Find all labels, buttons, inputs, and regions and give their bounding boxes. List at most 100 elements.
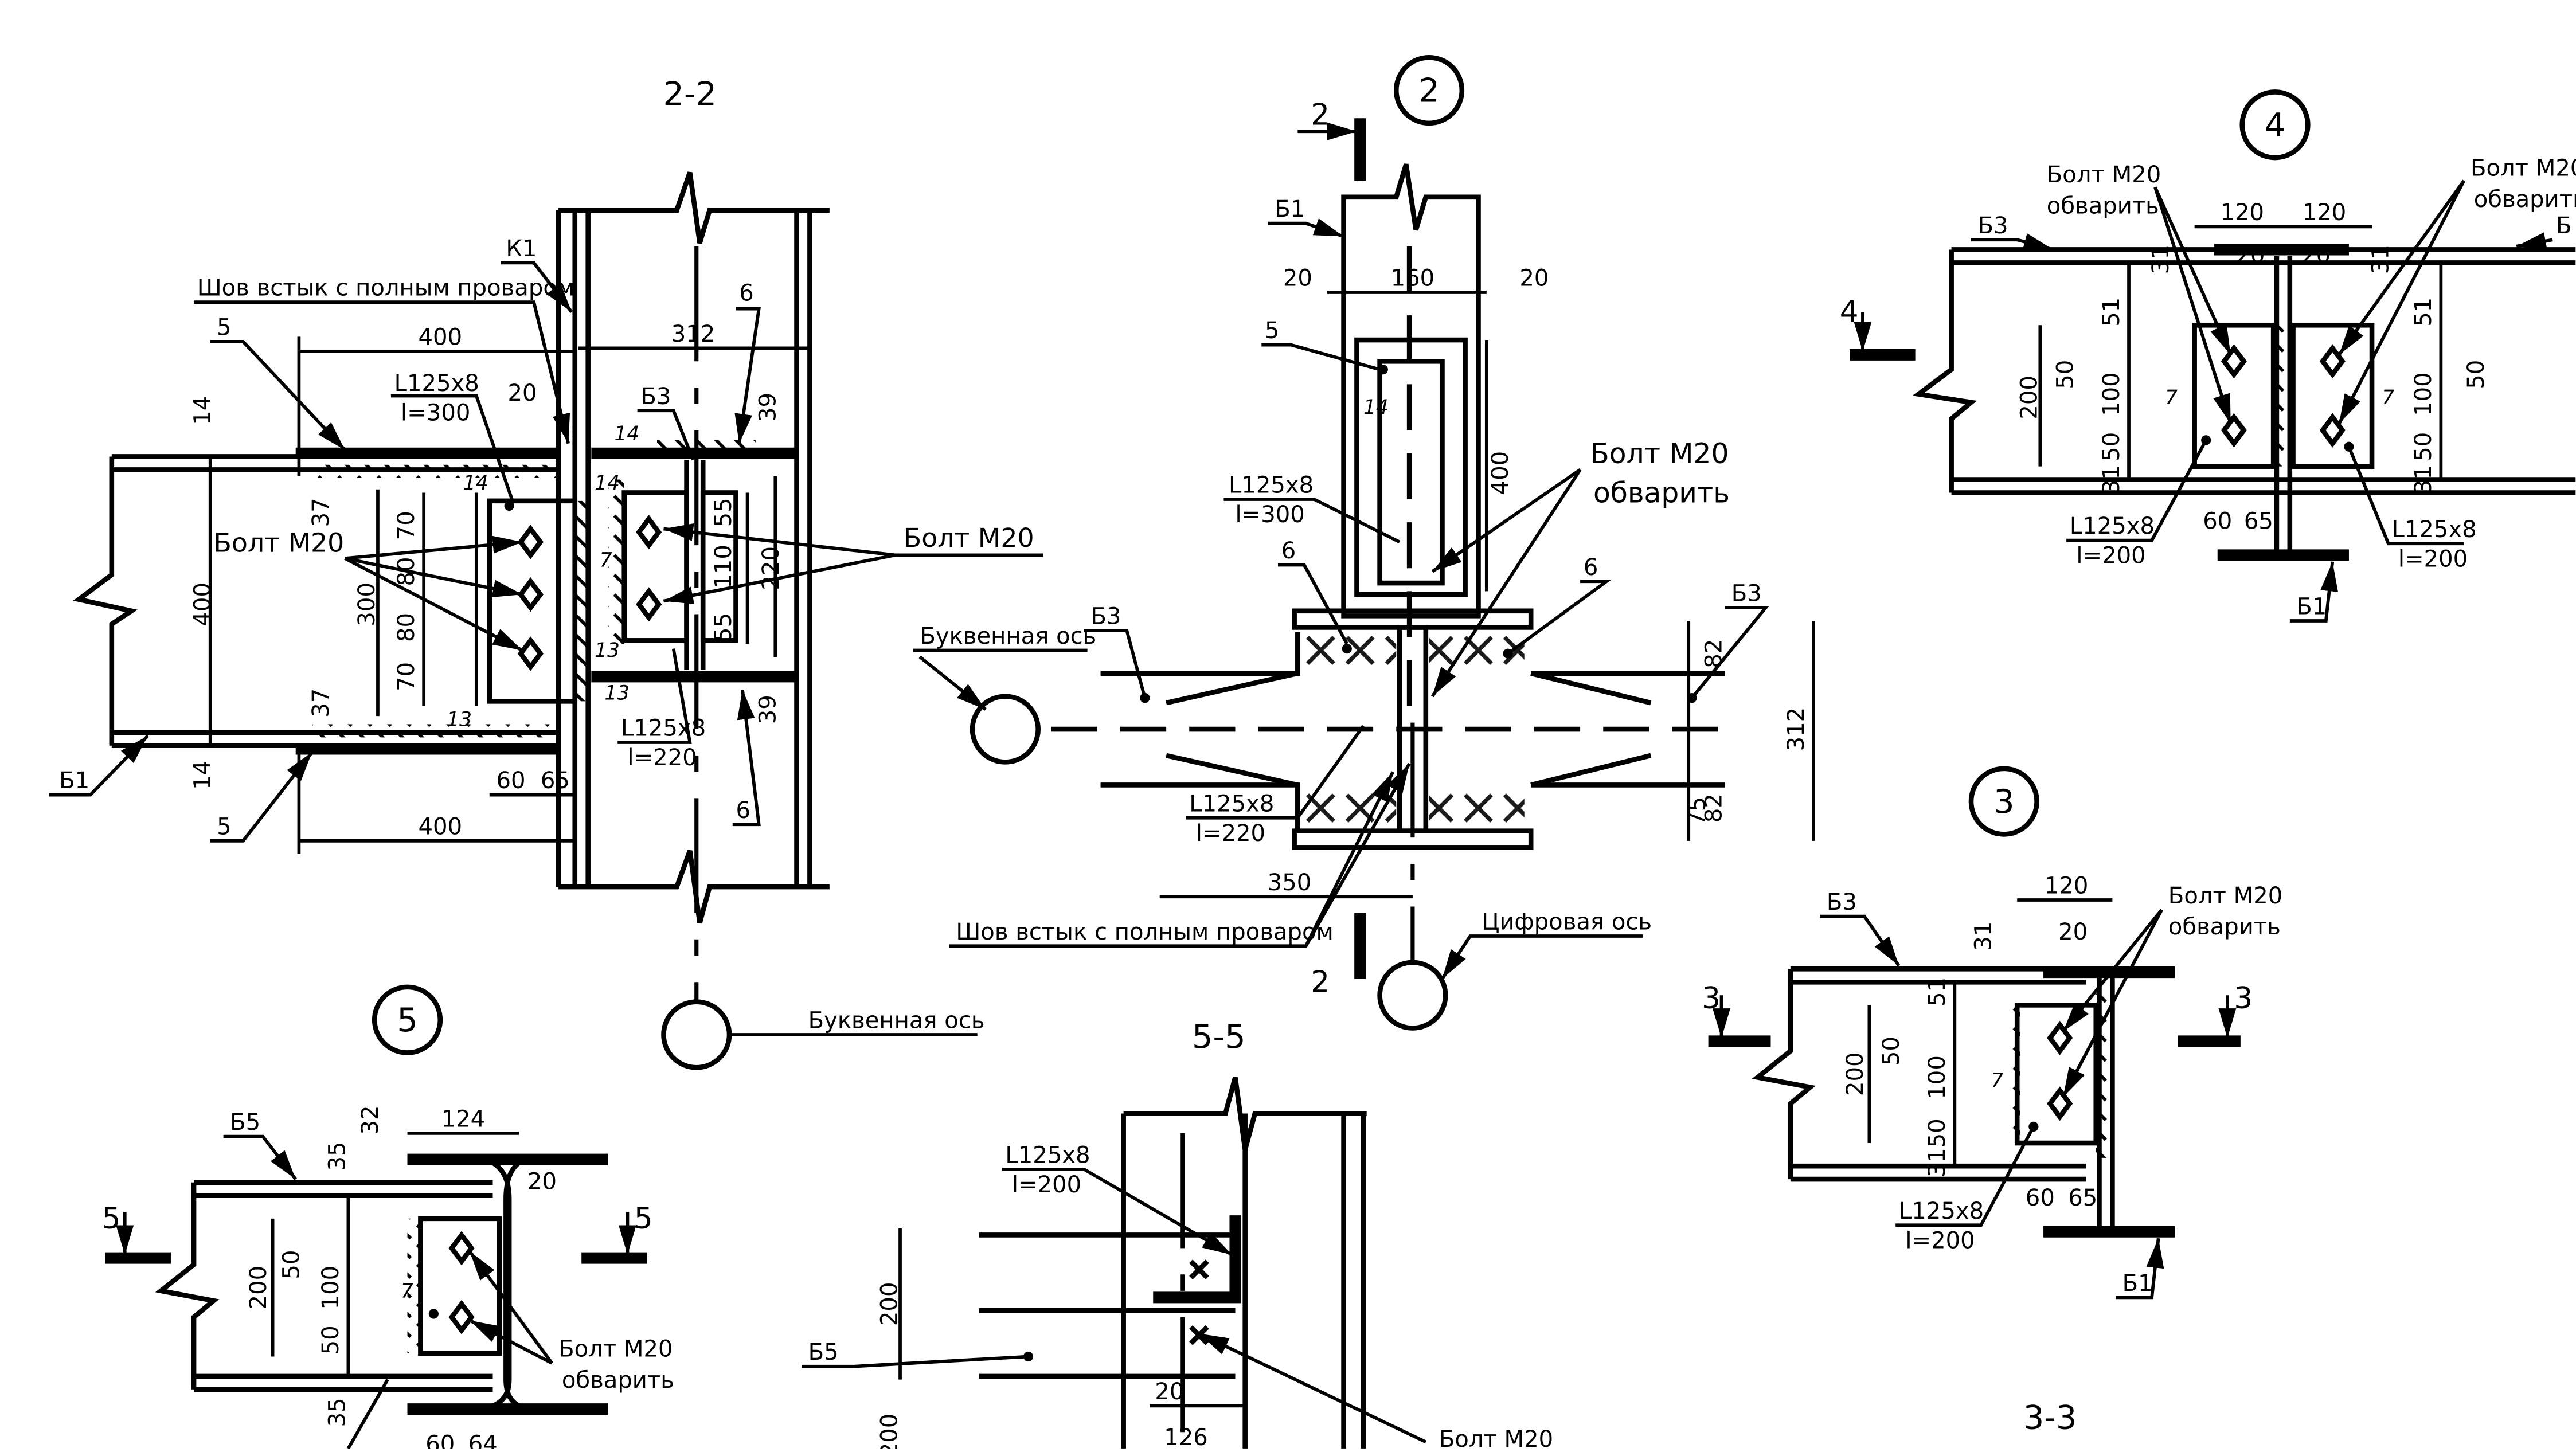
n4-dim-50-b: 50 [2463,360,2489,389]
label-b1: Б1 [59,768,89,794]
n2-label-b3-right: Б3 [1731,581,1762,607]
node-2-section-top: 2 [1311,98,1330,132]
n5-label-bolt: Болт М20 [558,1336,673,1362]
n4-label-angle-l: L125x8 [2070,513,2155,539]
n4-label-bolt-l: Болт М20 [2047,162,2161,188]
label-b3: Б3 [640,383,671,410]
node-5-section-r: 5 [634,1201,653,1236]
n4-label-angle-r: L125x8 [2391,516,2476,543]
n3-dim-31-b: 31 [1924,1148,1950,1177]
n2-dim-20-a: 20 [1283,265,1312,292]
node-4-section: 4 [1840,295,1859,330]
dim-220: 220 [758,546,784,590]
n3-dim-31-a: 31 [1970,922,1996,951]
node-5-number: 5 [397,1001,417,1039]
label-bolt-left: Болт М20 [213,527,344,558]
label-mark5-bot: 5 [217,813,232,840]
n2-label-bolt: Болт М20 [1590,438,1729,470]
weld-14-a: 14 [463,472,488,495]
n5-label-b5: Б5 [230,1109,260,1136]
n5-dim-200: 200 [245,1266,272,1310]
n55-dim-200-b: 200 [876,1414,902,1449]
n55-label-angle: L125x8 [1005,1142,1090,1168]
n4-dim-200: 200 [2016,375,2043,420]
node-2-number: 2 [1418,72,1439,110]
n2-label-6-a: 6 [1281,538,1296,564]
n3-dim-200: 200 [1842,1052,1869,1096]
section-3-3-title: 3-3 [2023,1399,2077,1437]
n4-dim-31-c: 31 [2098,465,2125,494]
n55-label-b5: Б5 [808,1339,839,1365]
n2-label-angle-top: L125x8 [1229,472,1314,499]
dim-60: 60 [496,768,525,794]
label-mark6-bot: 6 [736,797,751,824]
n2-label-6-b: 6 [1584,554,1598,581]
node-3-section-l: 3 [1702,981,1721,1016]
n4-dim-100-a: 100 [2098,372,2125,416]
n2-label-letter-axis: Буквенная ось [920,623,1096,649]
label-mark5-top: 5 [217,314,232,341]
dim-312: 312 [671,321,716,347]
n3-dim-60: 60 [2026,1185,2055,1211]
n5-dim-50-b: 50 [318,1325,344,1355]
bolt-group-left [504,500,544,671]
n4-weld-7-a: 7 [2165,386,2178,409]
n2-dim-350: 350 [1268,870,1312,896]
dim-55-b: 55 [710,613,737,642]
dim-110: 110 [710,545,737,589]
dim-20: 20 [508,380,537,406]
n2-dim-312: 312 [1783,707,1809,752]
n2-weld-14: 14 [1363,396,1389,419]
section-2-2-title: 2-2 [663,75,717,113]
n3-dim-50-b: 50 [1924,1118,1950,1148]
n3-dim-20: 20 [2058,919,2088,945]
n3-label-b3: Б3 [1827,889,1857,915]
dim-37-b: 37 [308,688,334,718]
weld-7: 7 [600,549,612,572]
n5-dim-64: 64 [468,1431,498,1449]
dim-14-a: 14 [190,396,216,425]
dim-80-b: 80 [393,613,420,642]
n55-label-bolt: Болт М20 [1439,1426,1553,1449]
n3-label-angle: L125x8 [1899,1198,1984,1224]
n55-dim-126: 126 [1164,1424,1208,1449]
n4-label-b-right: Б [2556,213,2572,239]
label-len-220: l=220 [627,745,697,771]
n5-dim-124: 124 [441,1106,486,1132]
n55-label-angle-len: l=200 [1012,1172,1081,1198]
n5-dim-32: 32 [357,1105,384,1134]
n2-label-bolt-weld: обварить [1593,478,1730,510]
node-3: 3 3 3 120 20 200 51 100 50 31 50 31 60 6… [1702,766,2282,1300]
n55-dim-200: 200 [876,1282,902,1326]
n2-label-angle-bot: L125x8 [1189,790,1274,817]
n2-label-5: 5 [1265,318,1280,344]
n3-dim-50-a: 50 [1878,1036,1905,1066]
n3-label-b1: Б1 [2122,1270,2153,1297]
n4-dim-50-a: 50 [2053,360,2079,389]
node-5-section-l: 5 [102,1201,121,1236]
n2-label-b1: Б1 [1275,196,1305,222]
node-3-number: 3 [1993,782,2014,821]
n3-label-bolt: Болт М20 [2168,883,2282,909]
weld-14-c: 14 [595,472,620,495]
n4-label-b3: Б3 [1977,213,2008,239]
n5-dim-60: 60 [425,1431,455,1449]
n4-dim-60: 60 [2203,508,2232,535]
node-2: 2 2 2 20 160 20 400 312 82 82 75 350 14 … [913,54,1815,1031]
n5-dim-100: 100 [318,1266,344,1310]
n4-dim-51-b: 51 [2410,298,2437,327]
section-5-5: 5-5 200 20 126 200 L125x8 l=200 Б5 Болт … [802,1017,1553,1452]
n4-label-weld-r: обварить [2474,186,2576,213]
section-3-3: 3-3 [2023,1399,2077,1437]
n2-dim-82-b: 82 [1701,793,1727,823]
weld-14-b: 14 [615,422,640,445]
n2-dim-20-b: 20 [1519,265,1549,292]
n5-dim-50-a: 50 [278,1250,304,1279]
n4-label-angle-r-len: l=200 [2398,546,2468,572]
n2-dim-75: 75 [1684,797,1711,826]
dim-300: 300 [354,582,380,627]
n4-label-b1: Б1 [2296,594,2327,620]
n3-label-angle-len: l=200 [1905,1227,1975,1254]
